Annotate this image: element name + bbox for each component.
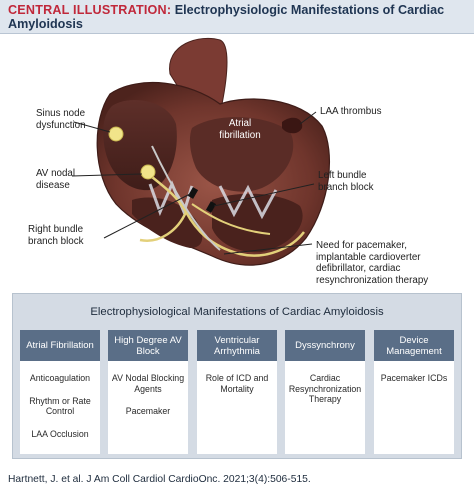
column-device-management: Device Management Pacemaker ICDs [374, 330, 454, 454]
column-ventricular-arrhythmia: Ventricular Arrhythmia Role of ICD and M… [197, 330, 277, 454]
column-heading: Atrial Fibrillation [20, 330, 100, 361]
column-dyssynchrony: Dyssynchrony Cardiac Resynchronization T… [285, 330, 365, 454]
figure-title-line2: Amyloidosis [8, 17, 83, 31]
sinus-node [108, 126, 124, 142]
heart-illustration [71, 37, 331, 266]
column-heading: Dyssynchrony [285, 330, 365, 361]
citation: Hartnett, J. et al. J Am Coll Cardiol Ca… [8, 474, 311, 485]
column-heading: Ventricular Arrhythmia [197, 330, 277, 361]
label-device: Need for pacemaker, implantable cardiove… [316, 240, 429, 286]
column-item: Cardiac Resynchronization Therapy [288, 373, 362, 404]
av-node [140, 164, 156, 180]
label-atrial-fibrillation: Atrial fibrillation [219, 118, 261, 141]
label-laa-thrombus: LAA thrombus [320, 106, 382, 117]
column-item: Anticoagulation [29, 373, 91, 383]
leader-av [71, 173, 143, 177]
column-item: Pacemaker ICDs [380, 373, 448, 383]
column-item: Role of ICD and Mortality [205, 373, 269, 394]
leader-device [223, 243, 313, 255]
figure-title-bar: CENTRAL ILLUSTRATION: Electrophysiologic… [0, 0, 474, 34]
panel-title: Electrophysiological Manifestations of C… [90, 306, 384, 318]
label-rbbb: Right bundle branch block [28, 224, 84, 247]
label-lbbb: Left bundle branch block [318, 170, 374, 193]
column-item: Pacemaker [125, 406, 171, 416]
column-item: Rhythm or Rate Control [29, 395, 91, 417]
column-heading: Device Management [374, 330, 454, 361]
figure-title: Electrophysiologic Manifestations of Car… [174, 3, 445, 17]
label-sinus-node: Sinus node dysfunction [36, 108, 86, 131]
manifestations-panel: Electrophysiological Manifestations of C… [12, 293, 462, 459]
column-item: LAA Occlusion [31, 428, 89, 439]
column-heading: High Degree AV Block [108, 330, 188, 361]
leader-lbbb [213, 183, 315, 207]
device-lead [151, 145, 221, 251]
label-av-nodal: AV nodal disease [36, 168, 76, 191]
mitral-valve [218, 184, 278, 220]
left-bundle-block [205, 201, 217, 213]
column-item: AV Nodal Blocking Agents [111, 373, 185, 394]
laa-thrombus [282, 117, 303, 134]
column-av-block: High Degree AV Block AV Nodal Blocking A… [108, 330, 188, 454]
right-bundle-block [187, 187, 199, 199]
leader-sinus [73, 121, 111, 133]
leader-rbbb [103, 193, 191, 239]
column-atrial-fibrillation: Atrial Fibrillation Anticoagulation Rhyt… [20, 330, 100, 454]
left-atrium [189, 117, 294, 192]
right-atrium [103, 100, 177, 191]
leader-laa [299, 111, 317, 125]
left-ventricle [212, 193, 303, 253]
title-prefix: CENTRAL ILLUSTRATION: [8, 3, 172, 17]
